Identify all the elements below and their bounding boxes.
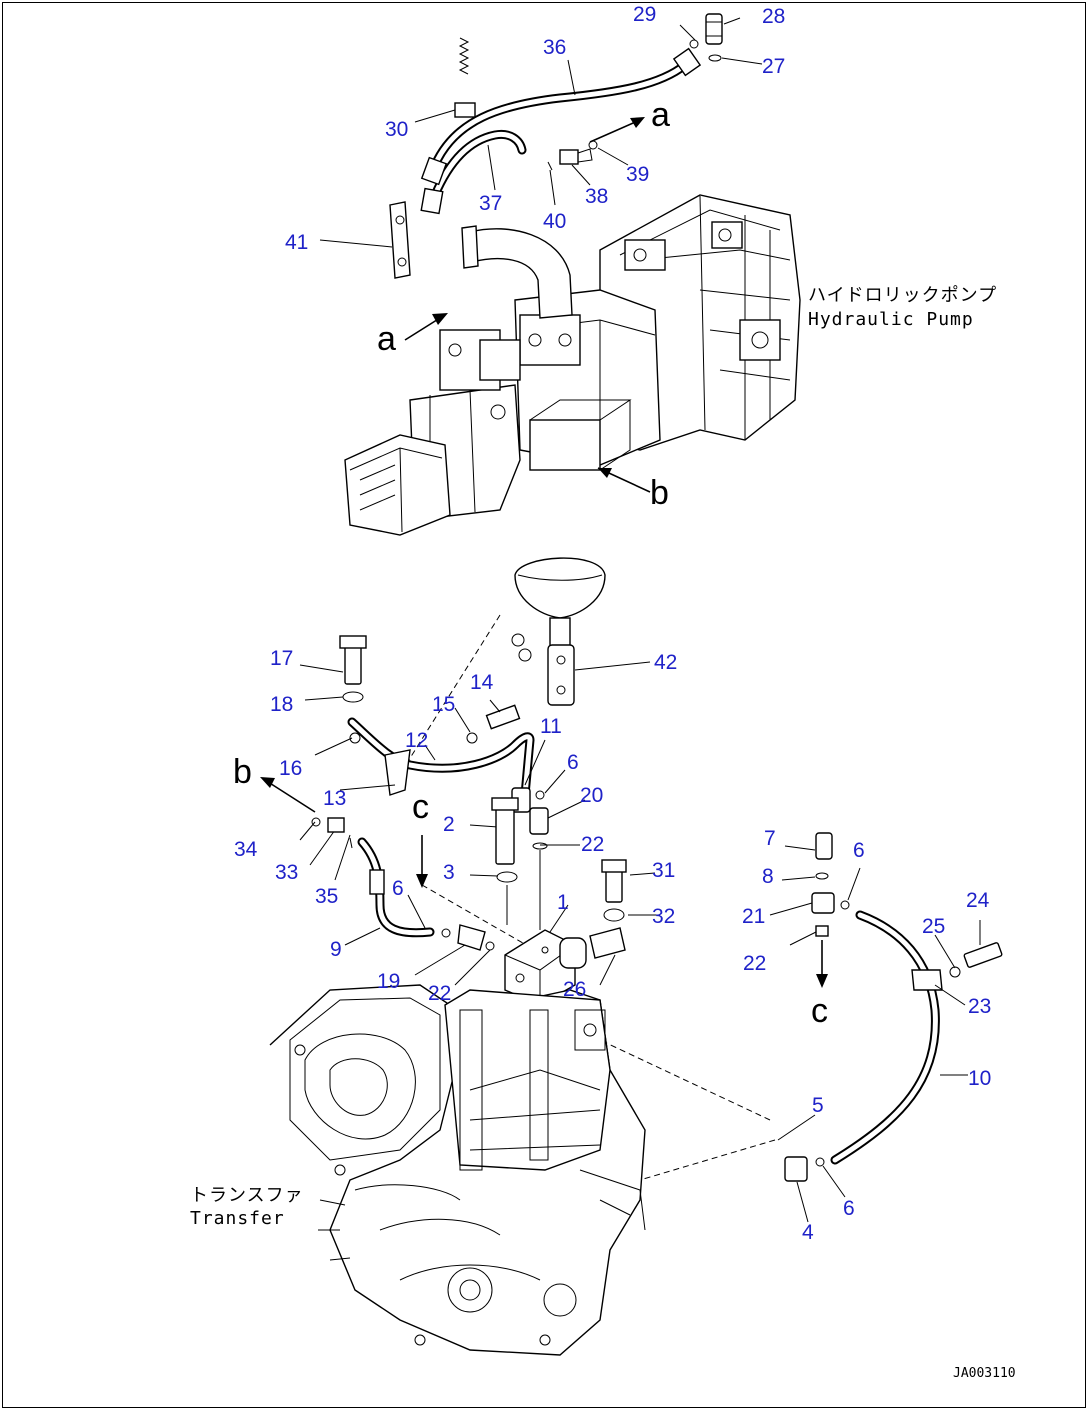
callout-7: 7 — [764, 827, 776, 850]
callout-23: 23 — [968, 995, 992, 1018]
callout-12: 12 — [405, 729, 429, 752]
valve-block-set — [311, 797, 627, 1006]
hydraulic-pump-drawing — [344, 194, 801, 536]
callout-6b: 6 — [392, 877, 404, 900]
callout-36: 36 — [543, 36, 567, 59]
connection-mark-c-right: c — [811, 992, 828, 1030]
callout-22a: 22 — [581, 833, 605, 856]
callout-1: 1 — [557, 891, 569, 914]
connection-mark-b-right: b — [650, 474, 669, 512]
transfer-label-jp: トランスファ — [190, 1185, 304, 1206]
callout-18: 18 — [270, 693, 294, 716]
upper-leaders — [319, 17, 763, 493]
connection-mark-c-left: c — [412, 788, 429, 826]
callout-6a: 6 — [567, 751, 579, 774]
callout-26: 26 — [563, 978, 587, 1001]
accumulator-drawing — [389, 557, 651, 791]
connection-mark-b-left: b — [233, 753, 252, 791]
upper-hose-set — [389, 13, 723, 279]
callout-14: 14 — [470, 671, 494, 694]
callout-31: 31 — [652, 859, 676, 882]
callout-8: 8 — [762, 865, 774, 888]
callout-27: 27 — [762, 55, 786, 78]
callout-4: 4 — [802, 1221, 814, 1244]
callout-32: 32 — [652, 905, 676, 928]
transfer-drawing — [269, 984, 646, 1356]
callout-40: 40 — [543, 210, 567, 233]
callout-9: 9 — [330, 938, 342, 961]
callout-41: 41 — [285, 231, 309, 254]
connection-mark-a-top: a — [651, 96, 670, 134]
pipe-12-set — [339, 635, 549, 835]
callout-37: 37 — [479, 192, 503, 215]
drawing-code: JA003110 — [953, 1366, 1016, 1381]
callout-35: 35 — [315, 885, 339, 908]
callout-10: 10 — [968, 1067, 992, 1090]
callout-38: 38 — [585, 185, 609, 208]
callout-2: 2 — [443, 813, 455, 836]
callout-20: 20 — [580, 784, 604, 807]
connection-mark-a-left: a — [377, 320, 396, 358]
callout-19: 19 — [377, 970, 401, 993]
right-leaders — [769, 845, 981, 1223]
callout-25: 25 — [922, 915, 946, 938]
callout-30: 30 — [385, 118, 409, 141]
callout-28: 28 — [762, 5, 786, 28]
callout-13: 13 — [323, 787, 347, 810]
callout-5: 5 — [812, 1094, 824, 1117]
callout-15: 15 — [432, 693, 456, 716]
hose-10-set — [599, 832, 1003, 1182]
hydraulic-pump-label-en: Hydraulic Pump — [808, 309, 974, 330]
callout-33: 33 — [275, 861, 299, 884]
transfer-label-en: Transfer — [190, 1208, 285, 1229]
callout-29: 29 — [633, 3, 657, 26]
middle-leaders — [260, 664, 828, 988]
callout-11: 11 — [540, 715, 562, 738]
callout-16: 16 — [279, 757, 303, 780]
callout-21: 21 — [742, 905, 766, 928]
callout-3: 3 — [443, 861, 455, 884]
callout-22b: 22 — [428, 982, 452, 1005]
callout-22c: 22 — [743, 952, 767, 975]
callout-42: 42 — [654, 651, 678, 674]
callout-6c: 6 — [853, 839, 865, 862]
callout-24: 24 — [966, 889, 990, 912]
callout-39: 39 — [626, 163, 650, 186]
callout-6d: 6 — [843, 1197, 855, 1220]
hydraulic-pump-label-jp: ハイドロリックポンプ — [808, 285, 998, 306]
callout-34: 34 — [234, 838, 258, 861]
callout-17: 17 — [270, 647, 294, 670]
